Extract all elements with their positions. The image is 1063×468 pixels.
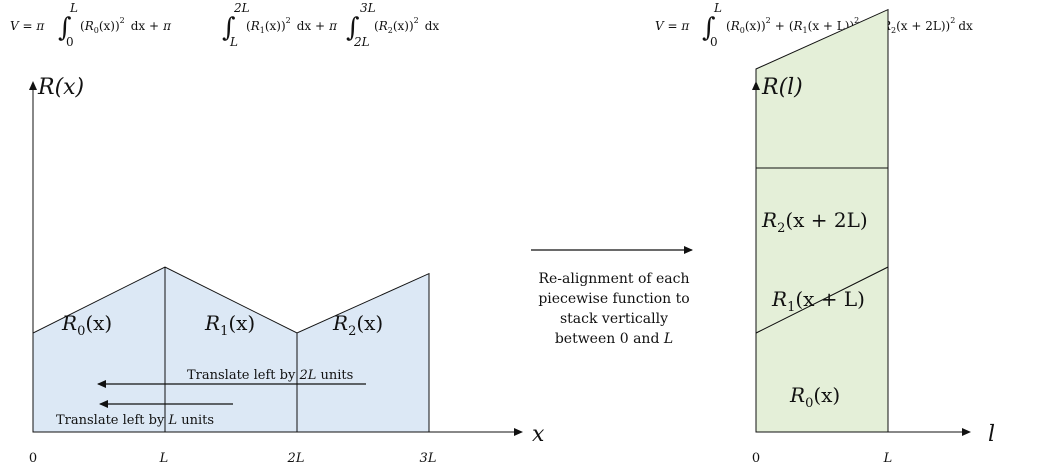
block-label-r1: R1(x + L): [771, 287, 865, 315]
block-label-r2: R2(x + 2L): [761, 208, 868, 236]
tick-label: 3L: [420, 451, 437, 466]
integral-lower: L: [229, 35, 238, 49]
translate-l-label: Translate left by L units: [56, 413, 214, 428]
integral-upper: 3L: [360, 1, 376, 15]
integral-upper: 2L: [233, 1, 250, 15]
block-label-r0: R0(x): [789, 383, 840, 411]
caption-line: piecewise function to: [538, 291, 690, 307]
left-formula-prefix: V = π: [10, 19, 45, 33]
left-x-axis-label: x: [532, 422, 545, 447]
right-x-axis-label: l: [988, 422, 995, 447]
tick-label: 0: [29, 451, 37, 466]
segment-label-r0: R0(x): [61, 311, 112, 339]
segment-label-r1: R1(x): [204, 311, 255, 339]
right-plot: R(l) l 0 L R0(x) R1(x + L) R2(x + 2L): [752, 8, 995, 466]
right-volume-formula: V = π ∫ L 0 (R0(x))2+(R1(x + L))2+(R2(x …: [655, 1, 973, 49]
integral-sign: ∫: [702, 13, 716, 43]
tick-label: 0: [752, 451, 760, 466]
right-formula-prefix: V = π: [655, 19, 690, 33]
realignment-caption: Re-alignment of each piecewise function …: [506, 269, 722, 349]
tick-label: L: [159, 451, 169, 466]
integral-sign: ∫: [58, 13, 72, 43]
integral-sign: ∫: [346, 13, 360, 43]
tick-label: L: [883, 451, 893, 466]
integral-upper: L: [69, 1, 78, 15]
left-area-fill: [32, 266, 430, 433]
integral-upper: L: [713, 1, 722, 15]
caption-line: stack vertically: [560, 311, 668, 327]
right-y-axis-label: R(l): [761, 75, 803, 100]
tick-label: 2L: [287, 451, 305, 466]
integral-lower: 0: [710, 35, 718, 49]
caption-line: between 0 and L: [554, 331, 674, 347]
integral-lower: 2L: [353, 35, 370, 49]
segment-label-r2: R2(x): [332, 311, 383, 339]
left-plot: R(x) x 0 L 2L 3L R0(x) R1(x) R2(x) Trans…: [29, 75, 545, 466]
integral-lower: 0: [66, 35, 74, 49]
left-y-axis-label: R(x): [37, 75, 84, 100]
integral-sign: ∫: [222, 13, 236, 43]
translate-2l-label: Translate left by 2L units: [187, 368, 353, 383]
caption-line: Re-alignment of each: [538, 271, 690, 287]
